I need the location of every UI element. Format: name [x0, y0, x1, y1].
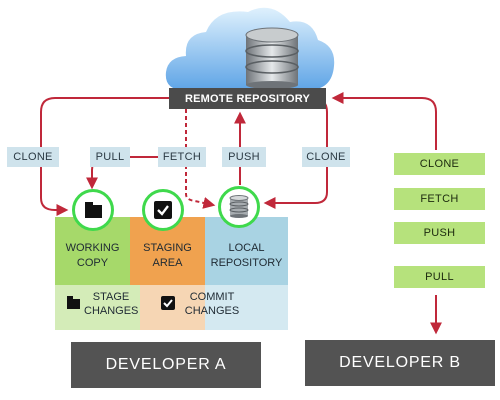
checkbox-icon — [161, 296, 175, 310]
local-repository-panel: LOCAL REPOSITORY — [205, 217, 288, 285]
working-copy-label-line2: COPY — [76, 257, 109, 269]
commit-changes-text: COMMIT CHANGES — [181, 290, 243, 318]
working-copy-circle — [72, 189, 114, 231]
database-icon — [229, 195, 249, 218]
staging-area-circle — [142, 189, 184, 231]
stage-changes-text: STAGE CHANGES — [84, 290, 138, 318]
fetch-arrow — [185, 109, 216, 209]
stage-changes-line2: CHANGES — [84, 305, 139, 317]
developer-b-pull-command: PULL — [394, 266, 485, 288]
fetch-command: FETCH — [158, 147, 206, 167]
developer-a-bar: DEVELOPER A — [71, 342, 261, 388]
local-repository-label-line1: LOCAL — [228, 242, 265, 254]
developer-b-push-command: PUSH — [394, 222, 485, 244]
local-repository-circle — [218, 186, 260, 228]
folder-icon — [67, 296, 80, 309]
developer-b-clone-command: CLONE — [394, 153, 485, 175]
database-icon — [245, 27, 299, 89]
folder-icon — [84, 202, 102, 218]
developer-b-bar: DEVELOPER B — [305, 340, 495, 386]
push-command: PUSH — [222, 147, 266, 167]
clone-command-a-right: CLONE — [302, 147, 350, 167]
staging-area-label-line2: AREA — [152, 257, 183, 269]
staging-area-panel: STAGING AREA — [130, 217, 205, 285]
developer-b-arrow-up — [331, 92, 437, 150]
commit-changes-line2: CHANGES — [184, 305, 240, 317]
local-repository-label-line2: REPOSITORY — [210, 257, 283, 269]
developer-b-fetch-command: FETCH — [394, 188, 485, 210]
commit-changes-line1: COMMIT — [189, 291, 235, 303]
checkbox-icon — [154, 201, 172, 219]
staging-area-label-line1: STAGING — [143, 242, 192, 254]
commit-changes-panel-right — [205, 285, 288, 330]
remote-repository-bar: REMOTE REPOSITORY — [169, 88, 326, 109]
working-copy-label-line1: WORKING — [65, 242, 120, 254]
clone-command-a: CLONE — [7, 147, 59, 167]
stage-changes-line1: STAGE — [92, 291, 130, 303]
pull-command: PULL — [90, 147, 130, 167]
